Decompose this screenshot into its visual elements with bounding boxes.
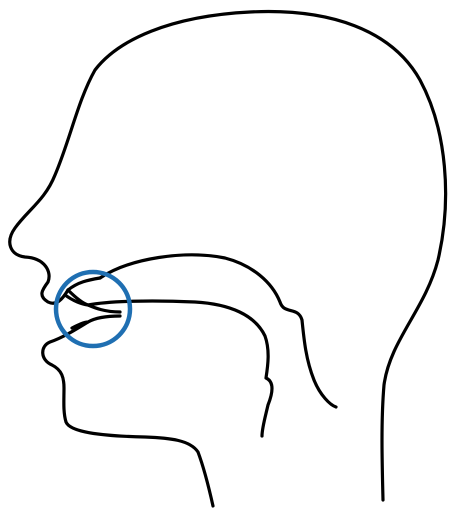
lips-highlight-circle <box>56 272 130 346</box>
head-profile-outline <box>10 12 446 500</box>
tongue-outline <box>88 301 272 436</box>
palate-outline <box>100 255 336 407</box>
lip-closure-line <box>65 290 120 328</box>
lower-lip-chin-outline <box>43 322 213 506</box>
